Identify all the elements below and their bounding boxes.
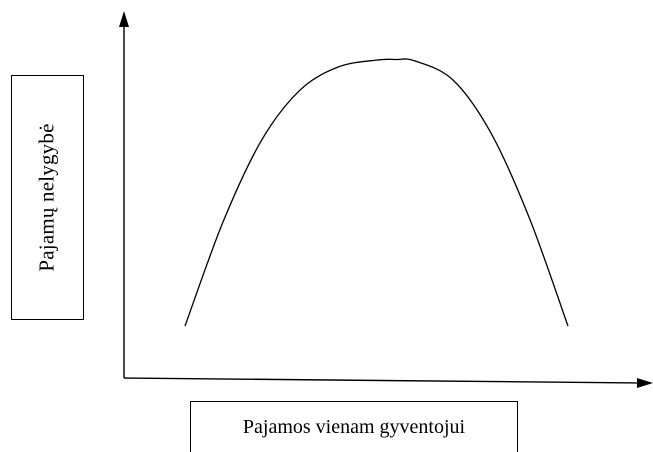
x-axis: [123, 377, 641, 384]
y-axis-arrowhead: [119, 11, 129, 27]
x-axis-label: Pajamos vienam gyventojui: [242, 415, 466, 438]
y-axis-label-box: Pajamų nelygybė: [11, 75, 84, 320]
y-axis-label: Pajamų nelygybė: [35, 123, 59, 272]
inequality-curve: [184, 58, 569, 327]
x-axis-label-box: Pajamos vienam gyventojui: [190, 401, 518, 452]
x-axis-arrowhead: [637, 378, 653, 388]
